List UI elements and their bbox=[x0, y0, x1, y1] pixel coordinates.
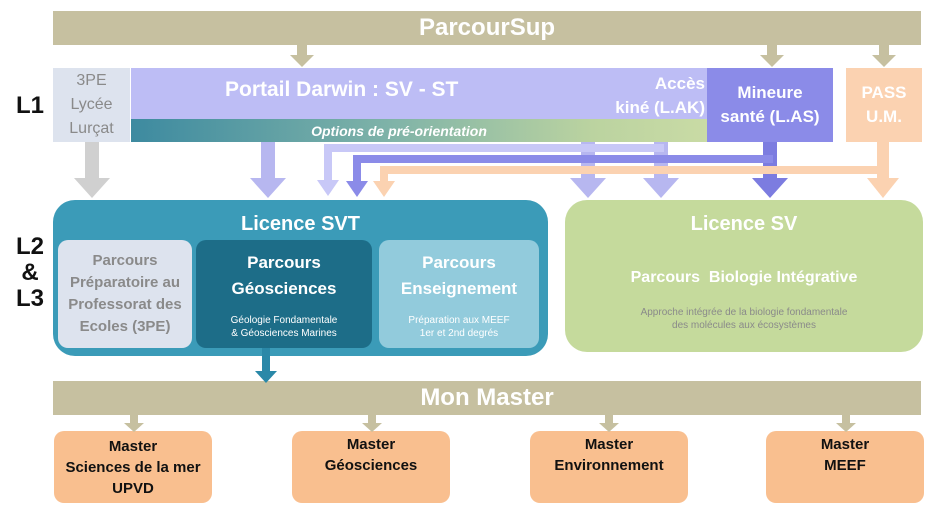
reorientation-arrow-3 bbox=[373, 166, 886, 197]
parcoursup-label: ParcourSup bbox=[418, 14, 556, 41]
mineure-sante-box: Mineure santé (L.AS) bbox=[707, 68, 833, 142]
master-3-line-1: Master bbox=[584, 436, 634, 453]
parcours-geosciences-box bbox=[196, 240, 372, 348]
acces-kine: Accès kiné (L.AK) bbox=[595, 72, 705, 120]
master-3-line-2: Environnement bbox=[554, 457, 664, 474]
lycee-line-3: Lurçat bbox=[69, 120, 114, 137]
geosciences-master-arrow bbox=[255, 348, 277, 383]
pass-box: PASS U.M. bbox=[846, 68, 922, 142]
parcours-enseignement-sub: Préparation aux MEEF 1er et 2nd degrés bbox=[379, 314, 539, 340]
master-geosciences: Master Géosciences bbox=[292, 431, 450, 503]
options-pre-orientation-bar: Options de pré-orientation bbox=[131, 119, 707, 142]
parcours-geosciences-title: Parcours Géosciences bbox=[196, 250, 372, 302]
geosciences-sub-line-2: & Géosciences Marines bbox=[231, 328, 337, 339]
level-l3: L3 bbox=[15, 285, 44, 312]
master-meef: Master MEEF bbox=[766, 431, 924, 503]
parcours-3pe-line-1: Parcours bbox=[92, 252, 158, 269]
acces-line-2: kiné (L.AK) bbox=[615, 98, 705, 117]
parcoursup-arrows bbox=[290, 45, 896, 67]
mon-master-bar: Mon Master bbox=[53, 381, 921, 415]
mineure-line-1: Mineure bbox=[737, 83, 803, 102]
parcours-3pe-line-2: Préparatoire au bbox=[69, 274, 181, 291]
parcoursup-bar: ParcourSup bbox=[53, 11, 921, 45]
master-arrows bbox=[124, 415, 856, 432]
level-l2-l3: L2 & L3 bbox=[15, 234, 45, 312]
enseignement-title-line-2: Enseignement bbox=[400, 279, 518, 298]
portail-darwin-title: Portail Darwin : SV - ST bbox=[225, 78, 459, 101]
enseignement-sub-line-2: 1er et 2nd degrés bbox=[419, 328, 499, 339]
level-l1: L1 bbox=[15, 92, 44, 119]
master-1-line-1: Master bbox=[108, 437, 158, 455]
lycee-line-1: 3PE bbox=[76, 72, 107, 89]
level-l2: L2 bbox=[15, 233, 44, 260]
options-label: Options de pré-orientation bbox=[311, 122, 487, 139]
lycee-line-2: Lycée bbox=[70, 96, 113, 113]
master-4-line-2: MEEF bbox=[824, 457, 866, 474]
geosciences-sub-line-1: Géologie Fondamentale bbox=[230, 315, 338, 326]
licence-sv-parcours: Parcours Biologie Intégrative bbox=[630, 269, 858, 286]
licence-sv-title: Licence SV bbox=[690, 213, 798, 235]
master-1-line-3: UPVD bbox=[112, 479, 154, 497]
licence-sv-sub: Approche intégrée de la biologie fondame… bbox=[565, 306, 923, 332]
parcours-3pe-box: Parcours Préparatoire au Professorat des… bbox=[58, 240, 192, 348]
master-2-line-2: Géosciences bbox=[324, 457, 418, 474]
master-2-line-1: Master bbox=[346, 436, 396, 453]
mineure-line-2: santé (L.AS) bbox=[720, 107, 820, 126]
enseignement-sub-line-1: Préparation aux MEEF bbox=[408, 315, 510, 326]
parcours-3pe-line-3: Professorat des bbox=[68, 296, 182, 313]
licence-svt-title: Licence SVT bbox=[241, 213, 360, 235]
pass-line-2: U.M. bbox=[866, 107, 902, 126]
reorientation-arrow-2 bbox=[346, 155, 773, 197]
master-4-line-1: Master bbox=[820, 436, 870, 453]
portail-svt-arrow bbox=[250, 142, 286, 198]
master-sciences-mer: Master Sciences de la mer UPVD bbox=[54, 431, 212, 503]
geosciences-title-line-2: Géosciences bbox=[231, 279, 337, 298]
geosciences-title-line-1: Parcours bbox=[247, 253, 321, 272]
licence-sv-box bbox=[565, 200, 923, 352]
lycee-arrow bbox=[74, 142, 110, 198]
parcours-enseignement-box bbox=[379, 240, 539, 348]
licence-sv-sub-line-2: des molécules aux écosystèmes bbox=[672, 320, 816, 331]
licence-sv-sub-line-1: Approche intégrée de la biologie fondame… bbox=[640, 307, 848, 318]
level-amp: & bbox=[21, 259, 39, 286]
mon-master-label: Mon Master bbox=[420, 384, 554, 411]
enseignement-title-line-1: Parcours bbox=[422, 253, 496, 272]
master-1-line-2: Sciences de la mer bbox=[65, 458, 201, 476]
pass-line-1: PASS bbox=[861, 83, 907, 102]
reorientation-arrow-1 bbox=[317, 144, 664, 196]
portail-darwin-box bbox=[131, 68, 707, 119]
acces-line-1: Accès bbox=[654, 74, 705, 93]
parcours-3pe-line-4: Ecoles (3PE) bbox=[79, 318, 171, 335]
parcours-geosciences-sub: Géologie Fondamentale & Géosciences Mari… bbox=[196, 314, 372, 340]
parcours-enseignement-title: Parcours Enseignement bbox=[379, 250, 539, 302]
lycee-box: 3PE Lycée Lurçat bbox=[53, 68, 130, 142]
master-environnement: Master Environnement bbox=[530, 431, 688, 503]
